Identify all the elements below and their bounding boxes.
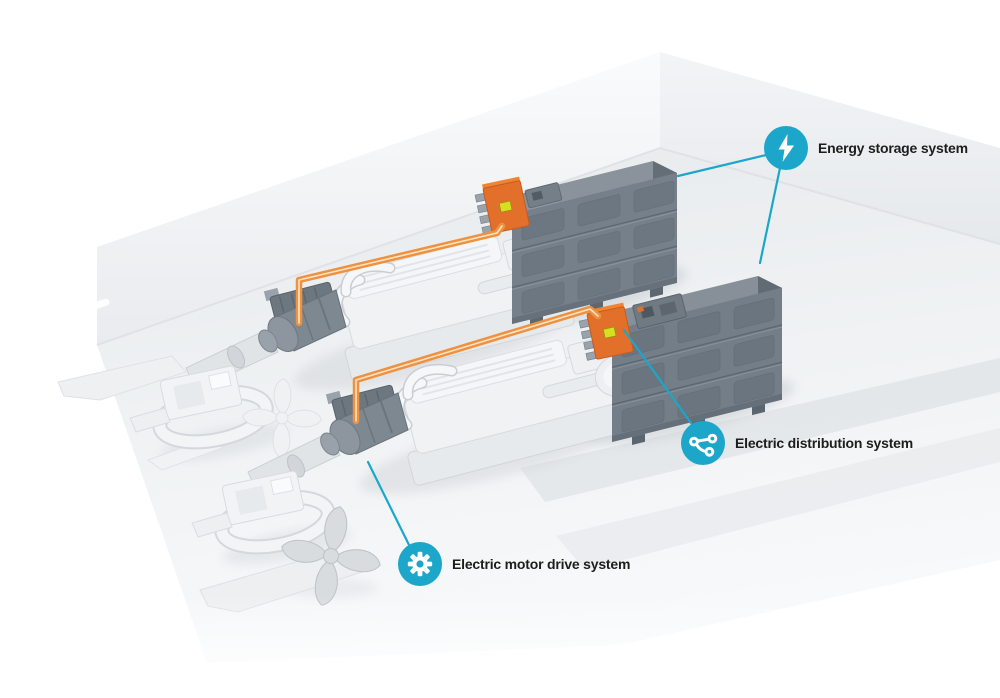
callout-electric-distribution: Electric distribution system [681,421,913,465]
steering-gear-2 [191,470,336,555]
warning-label-1 [498,200,513,213]
junction-box-2 [578,302,634,361]
callout-lines [366,153,782,553]
battery-1-bms-unit [524,182,563,209]
callout-electric-motor-drive: Electric motor drive system [398,542,630,586]
battery-bank-1 [488,161,677,328]
steering-gear-1 [129,365,274,450]
wall-floor-edge [96,146,1000,346]
leader-distribution [622,328,698,432]
power-cables [295,222,602,425]
skeg-fin-1a [57,355,187,401]
leader-energy-to-battery-2 [758,166,782,265]
engine-bed-rail-1 [520,358,1000,502]
branch-icon [681,421,725,465]
callout-energy-storage: Energy storage system [764,126,968,170]
warning-label-2 [602,326,617,339]
electric-motor-2 [320,384,409,456]
callout-energy-storage-label: Energy storage system [818,140,968,156]
shaft-coupling-1 [226,345,246,369]
lightning-icon [764,126,808,170]
battery-2-bms-unit [632,293,687,329]
leader-motor-drive [366,460,414,553]
back-wall-left [97,52,660,345]
battery-2-front-face [612,287,782,446]
battery-bank-2 [588,276,782,446]
leader-energy-to-battery-1 [676,153,768,178]
bottom-fade [0,595,1000,698]
electric-motor-1 [258,281,347,353]
battery-1-front-face [512,172,677,328]
engine-bed-rail-2 [556,428,1000,570]
callout-electric-distribution-label: Electric distribution system [735,435,914,451]
gear-icon [398,542,442,586]
wall-slot [88,298,110,311]
back-wall-right [660,52,1000,244]
thruster-assembly-1 [57,329,328,471]
callout-electric-motor-drive-label: Electric motor drive system [452,556,631,572]
